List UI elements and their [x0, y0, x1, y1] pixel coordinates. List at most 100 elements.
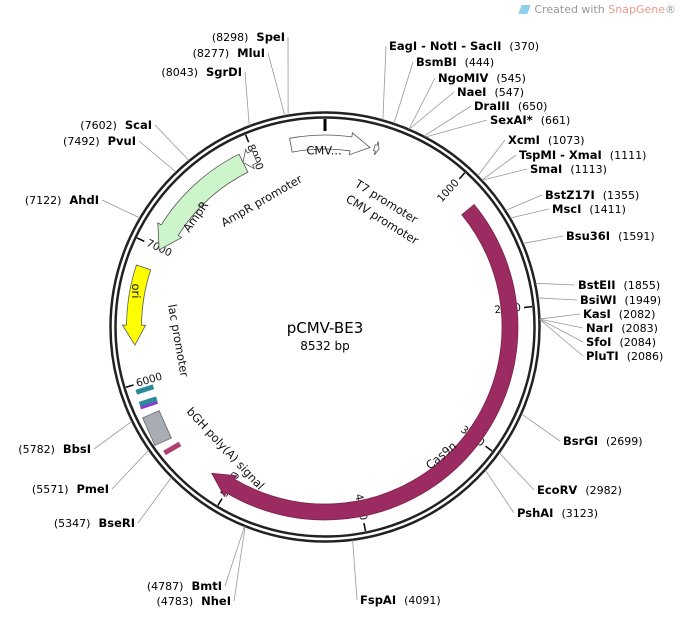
site-label: BsiWI(1949) [580, 293, 661, 307]
site-name: PluTI [586, 349, 619, 363]
site-position: (7602) [80, 119, 117, 132]
feature-t7-promoter-arrow[interactable] [373, 141, 380, 156]
site-fspai[interactable]: FspAI(4091) [352, 540, 441, 607]
site-label: (7602) ScaI [80, 118, 152, 132]
site-ecorv[interactable]: EcoRV(2982) [499, 452, 622, 497]
site-label: FspAI(4091) [360, 593, 441, 607]
site-name: FspAI [360, 593, 396, 607]
feature-label[interactable]: lac promoter [165, 303, 192, 378]
site-sexai-[interactable]: SexAI*(661) [425, 113, 571, 138]
site-bsu36i[interactable]: Bsu36I(1591) [523, 229, 655, 244]
feature-label[interactable]: CMV... [306, 144, 341, 158]
site-bsteii[interactable]: BstEII(1855) [535, 278, 661, 292]
site-position: (8277) [193, 47, 230, 60]
tick-mark [136, 237, 145, 243]
site-label: (8043)SgrDI [161, 65, 242, 79]
site-leader-line [382, 45, 387, 120]
site-spei[interactable]: (8298)SpeI [212, 30, 289, 116]
site-bmti[interactable]: (4787)BmtI [147, 526, 245, 593]
snapgene-credit: Created with SnapGene® [518, 3, 676, 16]
site-pvui[interactable]: (7492) PvuI [63, 134, 177, 173]
site-leader-line [154, 124, 190, 161]
site-name: BstZ17I [545, 188, 595, 202]
feature-ampr-promoter-arrow[interactable] [242, 148, 258, 170]
site-leader-line [477, 139, 506, 176]
site-position: (8298) [212, 31, 249, 44]
site-scai[interactable]: (7602) ScaI [80, 118, 190, 161]
site-name: BstEII [578, 278, 616, 292]
site-draiii[interactable]: DraIII(650) [423, 99, 547, 137]
site-pmei[interactable]: (5571)PmeI [32, 449, 150, 496]
site-ngomiv[interactable]: NgoMIV(545) [408, 71, 526, 130]
site-name: AhdI [69, 193, 99, 207]
bgh-polya-box [142, 410, 172, 446]
site-label: MscI (1411) [552, 202, 626, 216]
site-leader-line [224, 526, 245, 587]
site-name: EcoRV [537, 483, 577, 497]
site-bsiwi[interactable]: BsiWI(1949) [538, 293, 661, 307]
site-smai[interactable]: SmaI(1113) [482, 162, 607, 181]
site-nari[interactable]: NarI(2083) [539, 318, 658, 335]
site-leader-line [393, 61, 414, 124]
site-label: (8277)MluI [193, 46, 265, 60]
site-leader-line [523, 235, 564, 244]
site-leader-line [111, 449, 150, 490]
site-label: KasI(2082) [583, 307, 655, 321]
feature-ampr-arrow[interactable] [157, 153, 249, 251]
site-name: SexAI* [490, 113, 533, 127]
site-msci[interactable]: MscI (1411) [510, 202, 626, 219]
site-ahdi[interactable]: (7122)AhdI [25, 193, 140, 219]
feature-ori-arrow[interactable] [121, 264, 152, 346]
feature-cas9n-arrow[interactable] [211, 204, 519, 521]
site-pluti[interactable]: PluTI(2086) [539, 319, 663, 363]
site-leader-line [499, 452, 535, 491]
site-nhei[interactable]: (4783)NheI [157, 526, 246, 608]
site-bseri[interactable]: (5347)BseRI [54, 477, 172, 530]
site-bbsi[interactable]: (5782)BbsI [18, 421, 133, 456]
site-leader-line [485, 470, 515, 514]
tick-label: 1000 [435, 177, 462, 205]
site-leader-line [510, 208, 550, 219]
site-sfoi[interactable]: SfoI(2084) [539, 318, 656, 349]
site-name: PvuI [108, 134, 136, 148]
site-eagi-noti-sacii[interactable]: EagI - NotI - SacII(370) [382, 39, 539, 120]
site-leader-line [233, 526, 246, 602]
site-name: NaeI [457, 85, 486, 99]
site-leader-line [101, 199, 140, 219]
site-kasi[interactable]: KasI(2082) [539, 307, 656, 321]
site-position: (650) [518, 100, 548, 113]
site-leader-line [352, 540, 358, 601]
plasmid-name: pCMV-BE3 [287, 319, 364, 337]
site-leader-line [481, 154, 517, 181]
site-name: SmaI [530, 162, 562, 176]
lac-operator-box [135, 384, 155, 395]
site-sgrdi[interactable]: (8043)SgrDI [161, 65, 250, 126]
site-pshai[interactable]: PshAI(3123) [485, 470, 598, 520]
site-name: MscI [552, 202, 581, 216]
site-position: (5571) [32, 483, 69, 496]
site-leader-line [138, 140, 177, 173]
site-bsrgi[interactable]: BsrGI(2699) [521, 413, 643, 448]
feature-label[interactable]: ori [129, 284, 143, 299]
site-mlui[interactable]: (8277)MluI [193, 46, 286, 116]
site-leader-line [408, 77, 436, 130]
site-bstz17i[interactable]: BstZ17I (1355) [505, 188, 640, 211]
site-label: (4787)BmtI [147, 579, 222, 593]
site-tspmi-xmai[interactable]: TspMI - XmaI(1111) [481, 148, 647, 181]
site-label: (5571)PmeI [32, 482, 109, 496]
site-position: (1111) [610, 149, 647, 162]
site-position: (444) [465, 56, 495, 69]
feature-cmv--arrow[interactable] [289, 132, 371, 156]
site-xcmi[interactable]: XcmI(1073) [477, 133, 585, 176]
site-position: (7492) [63, 135, 100, 148]
site-name: ScaI [125, 118, 152, 132]
site-naei[interactable]: NaeI(547) [409, 85, 524, 130]
site-position: (1355) [603, 189, 640, 202]
site-label: Bsu36I(1591) [566, 229, 655, 243]
site-label: NaeI(547) [457, 85, 524, 99]
site-bsmbi[interactable]: BsmBI(444) [393, 55, 495, 124]
site-label: DraIII(650) [474, 99, 547, 113]
site-name: NheI [201, 594, 231, 608]
site-position: (1411) [589, 203, 626, 216]
site-leader-line [267, 52, 286, 116]
